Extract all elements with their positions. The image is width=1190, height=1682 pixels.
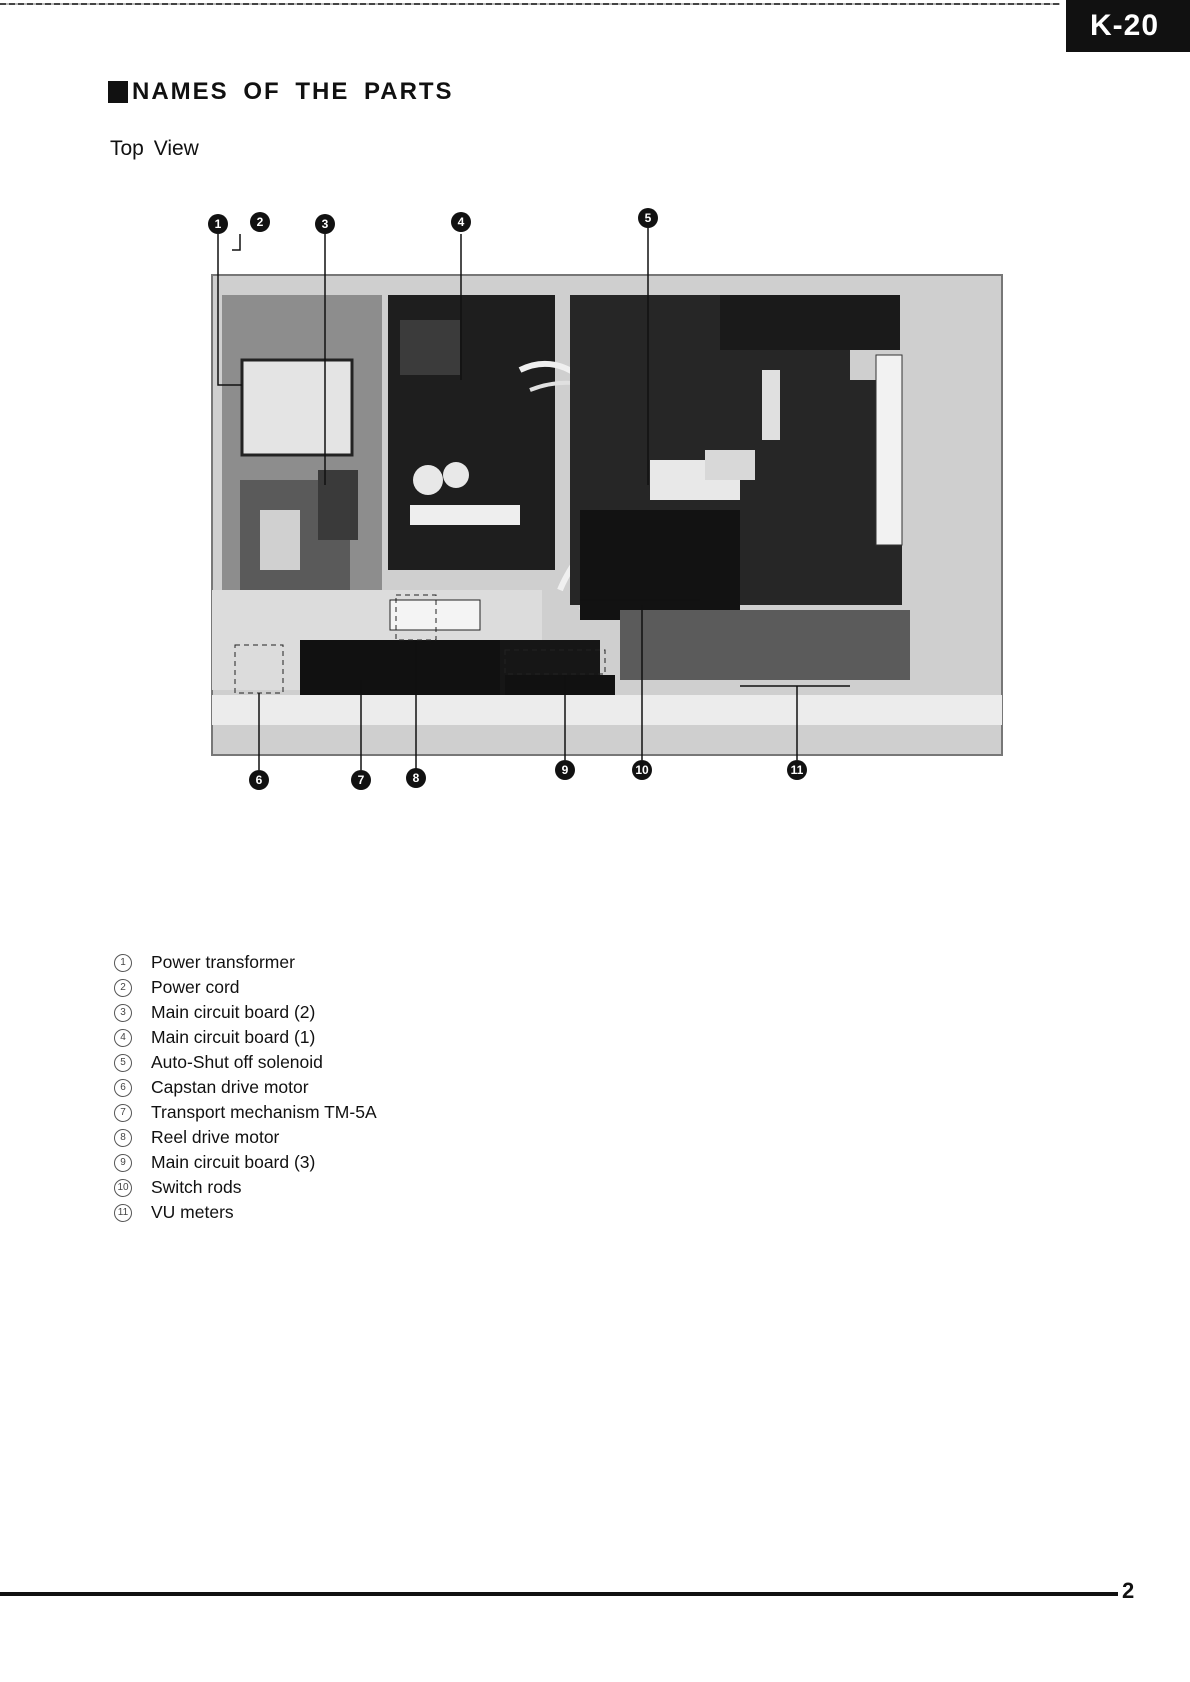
item-label: VU meters (151, 1202, 234, 1223)
list-item: 6 Capstan drive motor (114, 1075, 377, 1100)
item-label: Capstan drive motor (151, 1077, 309, 1098)
callout-5: 5 (638, 208, 658, 228)
item-label: Main circuit board (3) (151, 1152, 315, 1173)
callout-9: 9 (555, 760, 575, 780)
list-item: 9 Main circuit board (3) (114, 1150, 377, 1175)
item-number: 2 (114, 979, 132, 997)
list-item: 10 Switch rods (114, 1175, 377, 1200)
model-tab: K-20 (1066, 0, 1190, 52)
item-number: 3 (114, 1004, 132, 1022)
item-number: 4 (114, 1029, 132, 1047)
callout-10: 10 (632, 760, 652, 780)
list-item: 5 Auto-Shut off solenoid (114, 1050, 377, 1075)
item-label: Main circuit board (1) (151, 1027, 315, 1048)
callout-4: 4 (451, 212, 471, 232)
callout-1: 1 (208, 214, 228, 234)
item-label: Power cord (151, 977, 240, 998)
item-label: Power transformer (151, 952, 295, 973)
list-item: 3 Main circuit board (2) (114, 1000, 377, 1025)
list-item: 7 Transport mechanism TM-5A (114, 1100, 377, 1125)
chassis-illustration (200, 210, 1020, 850)
item-label: Reel drive motor (151, 1127, 279, 1148)
item-number: 10 (114, 1179, 132, 1197)
list-item: 8 Reel drive motor (114, 1125, 377, 1150)
top-rule (0, 3, 1060, 5)
item-number: 9 (114, 1154, 132, 1172)
callout-2: 2 (250, 212, 270, 232)
item-number: 1 (114, 954, 132, 972)
item-label: Main circuit board (2) (151, 1002, 315, 1023)
callout-8: 8 (406, 768, 426, 788)
item-number: 11 (114, 1204, 132, 1222)
item-label: Auto-Shut off solenoid (151, 1052, 323, 1073)
list-item: 2 Power cord (114, 975, 377, 1000)
item-label: Transport mechanism TM-5A (151, 1102, 377, 1123)
callout-7: 7 (351, 770, 371, 790)
list-item: 4 Main circuit board (1) (114, 1025, 377, 1050)
callout-6: 6 (249, 770, 269, 790)
callout-11: 11 (787, 760, 807, 780)
bottom-rule (0, 1592, 1118, 1596)
top-view-photo: 1 2 3 4 5 6 7 8 9 10 11 (200, 210, 1020, 850)
section-title-text: NAMES OF THE PARTS (132, 78, 454, 106)
bullet-square-icon (108, 81, 128, 103)
section-subtitle: Top View (110, 137, 199, 161)
item-number: 8 (114, 1129, 132, 1147)
callout-3: 3 (315, 214, 335, 234)
item-number: 7 (114, 1104, 132, 1122)
section-title: NAMES OF THE PARTS (108, 78, 454, 106)
item-number: 6 (114, 1079, 132, 1097)
list-item: 1 Power transformer (114, 950, 377, 975)
item-label: Switch rods (151, 1177, 241, 1198)
page-number: 2 (1122, 1578, 1134, 1604)
list-item: 11 VU meters (114, 1200, 377, 1225)
item-number: 5 (114, 1054, 132, 1072)
